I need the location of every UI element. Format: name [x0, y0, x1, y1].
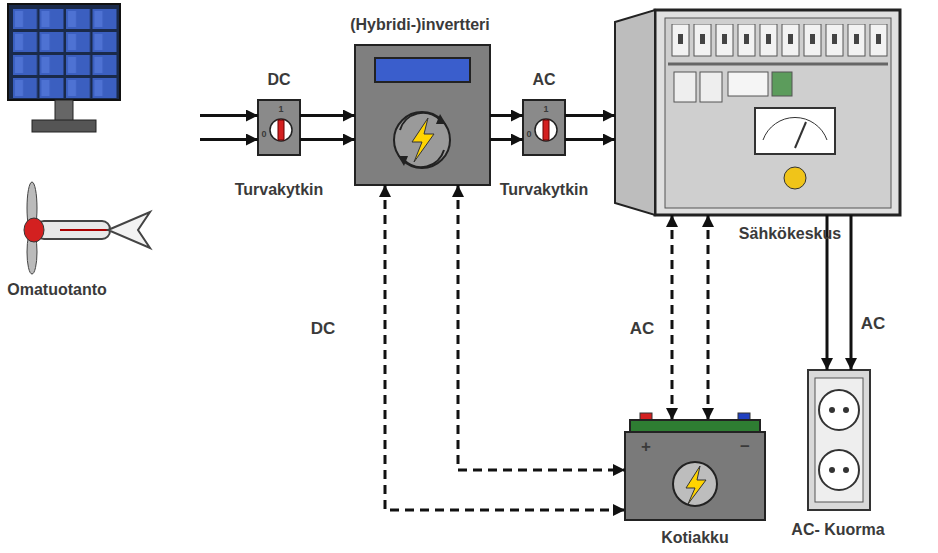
node-label: AC- Kuorma [791, 521, 884, 539]
connector-line [565, 138, 615, 141]
connector [490, 116, 523, 140]
terminal-sign: − [740, 437, 750, 456]
switch-position: 1 [278, 104, 283, 115]
connector-line [671, 215, 674, 420]
switch-position: 1 [543, 104, 548, 115]
distribution-board: Sähkökeskus [615, 10, 905, 215]
node-label: Kotiakku [661, 529, 729, 547]
ac-load: AC- Kuorma [808, 370, 870, 510]
hybrid-inverter: (Hybridi-)invertteri [355, 45, 490, 185]
switch-position: 0 [261, 129, 266, 140]
node-label: Sähkökeskus [739, 225, 841, 243]
solar-panel [8, 4, 120, 132]
node-label: Omatuotanto [7, 281, 107, 299]
switch-position: 0 [526, 129, 531, 140]
node-label: DC [267, 71, 290, 89]
node-label: (Hybridi-)invertteri [350, 16, 490, 34]
edge-label: AC [859, 313, 888, 332]
node-label: Turvakytkin [235, 181, 324, 199]
connector [385, 185, 625, 510]
connector-line [707, 215, 710, 420]
connector-line [385, 185, 625, 510]
node-label: Turvakytkin [500, 181, 589, 199]
safety-switch [523, 100, 565, 155]
home-battery [625, 413, 765, 520]
connector [300, 116, 355, 140]
inverter-body [355, 45, 490, 185]
connector-line [200, 138, 258, 141]
connector-line [458, 185, 625, 470]
edge-label: AC [628, 318, 657, 337]
connector-line [300, 138, 355, 141]
wall-outlet [808, 370, 870, 510]
edge-label: DC [309, 318, 338, 337]
connector-line [300, 114, 355, 117]
safety-switch [258, 100, 300, 155]
connector [200, 116, 258, 140]
wind-turbine [24, 182, 150, 274]
connector-line [200, 114, 258, 117]
connector-line [850, 215, 853, 370]
node-label: AC [532, 71, 555, 89]
home-battery-box: Kotiakku [625, 420, 765, 520]
connector [672, 215, 708, 420]
connector [565, 116, 615, 140]
electrical-cabinet [615, 10, 900, 215]
connector-line [565, 114, 615, 117]
terminal-sign: + [641, 437, 651, 456]
own-production: Omatuotanto [5, 5, 200, 275]
connector-line [490, 114, 523, 117]
connector-line [490, 138, 523, 141]
